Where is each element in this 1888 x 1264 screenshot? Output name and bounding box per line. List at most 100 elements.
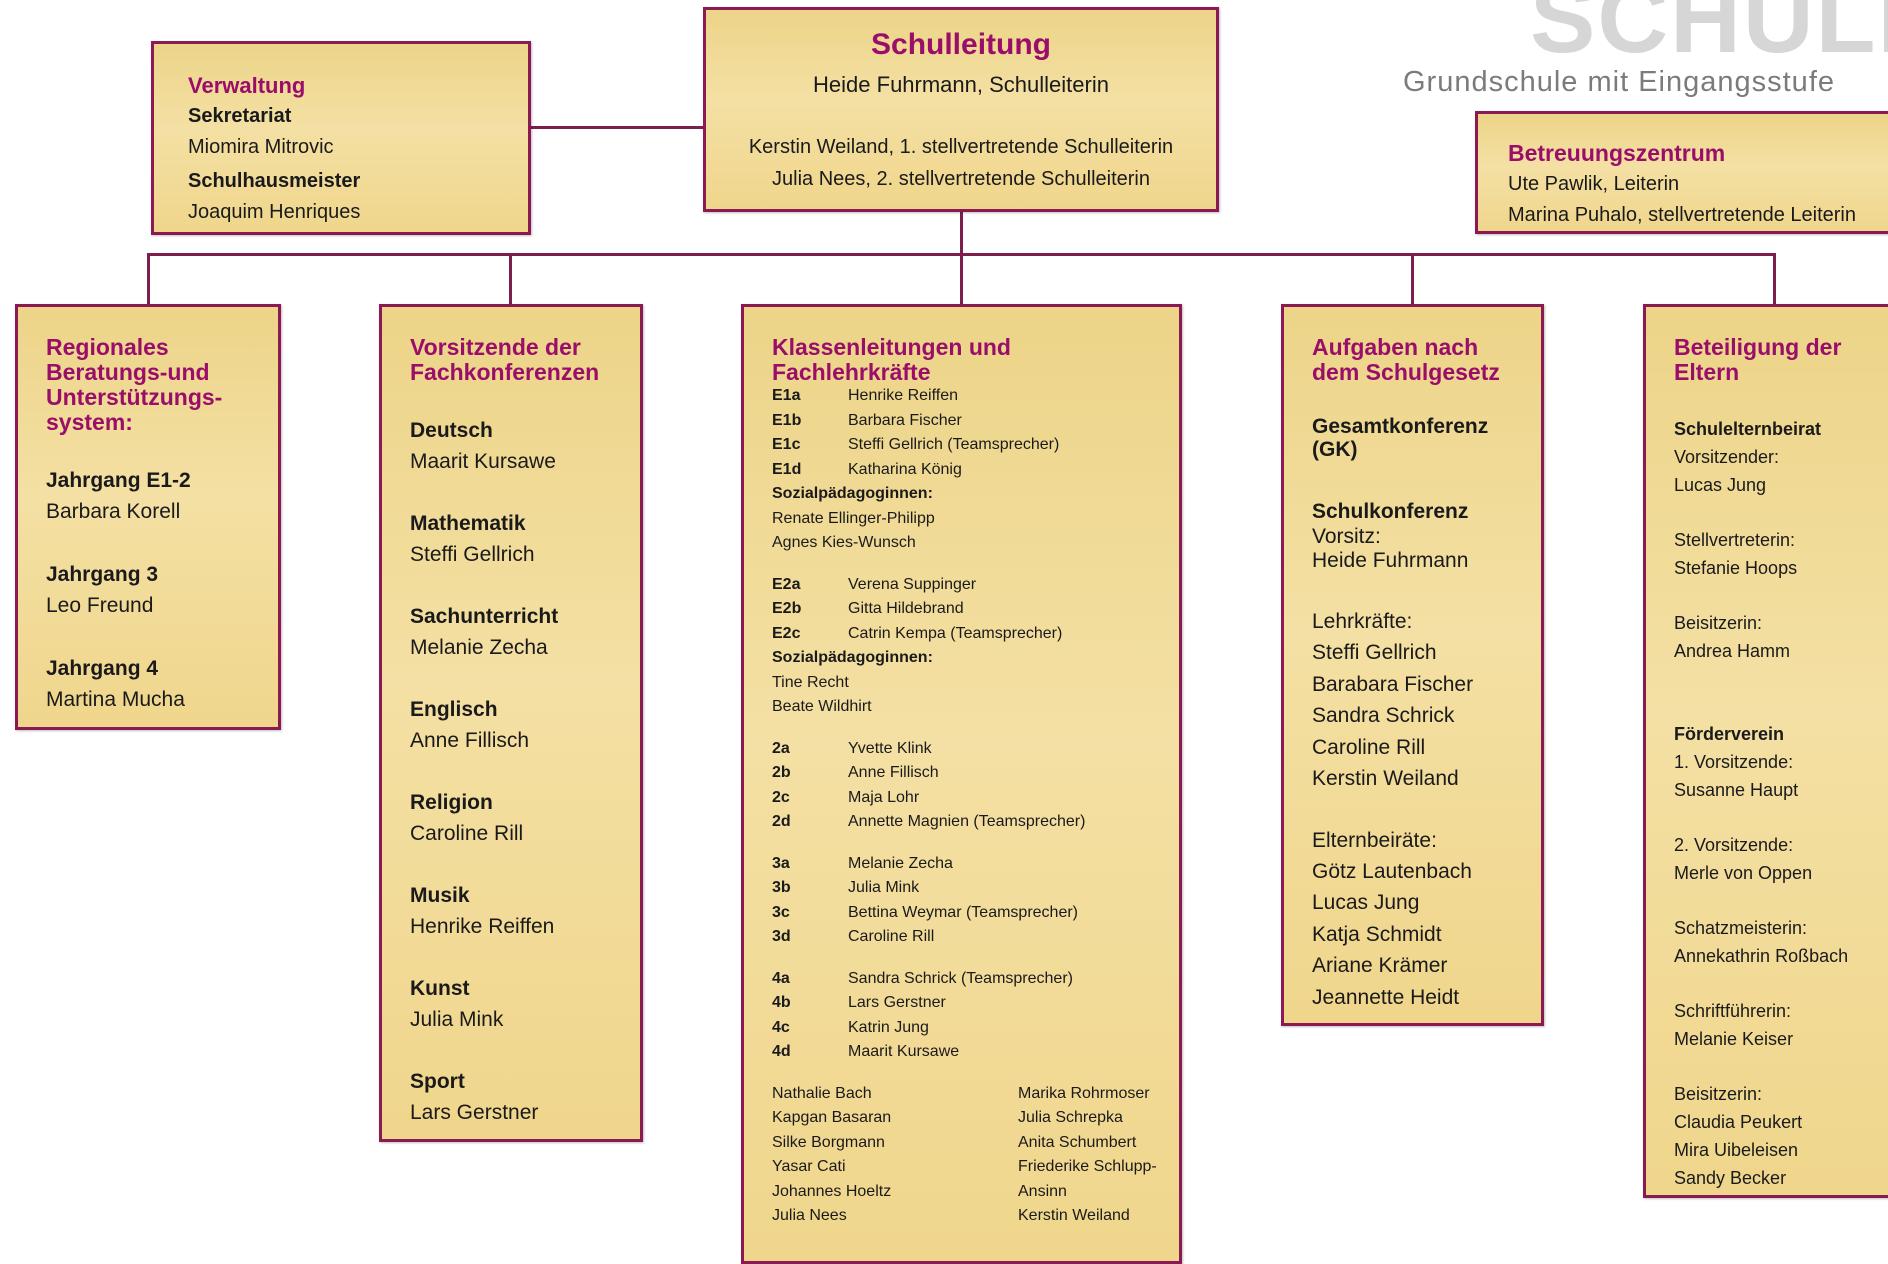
fv-beisitzerin-name: Sandy Becker: [1674, 1168, 1787, 1188]
eltern-title: Beteiligung der Eltern: [1674, 335, 1848, 385]
fachkonferenz-subject: Sachunterricht: [410, 605, 559, 628]
class-teacher: Yvette Klink: [848, 739, 932, 757]
connector-drop-eltern: [1773, 253, 1776, 305]
class-teacher: Steffi Gellrich (Teamsprecher): [848, 436, 1060, 453]
connector-drop-klassen: [960, 253, 963, 305]
regional-group-name: Martina Mucha: [46, 688, 185, 711]
schulgesetz-title: Aufgaben nach dem Schulgesetz: [1312, 335, 1500, 385]
sozial-name: Beate Wildhirt: [772, 698, 872, 715]
class-teacher: Gitta Hildebrand: [848, 600, 964, 617]
fachkonferenz-subject: Sport: [410, 1070, 465, 1093]
fachkonferenzen-title-line: Fachkonferenzen: [410, 359, 600, 385]
school-logo-subtitle: Grundschule mit Eingangsstufe: [1403, 66, 1835, 98]
class-teacher: Catrin Kempa (Teamsprecher): [848, 624, 1063, 642]
fachkonferenz-subject: Deutsch: [410, 419, 493, 442]
class-code: 3b: [772, 879, 791, 896]
elternbeirat-name: Lucas Jung: [1312, 891, 1420, 914]
regional-group-label: Jahrgang 3: [46, 563, 159, 586]
fachlehrkraft-name: Johannes Hoeltz: [772, 1182, 892, 1200]
fv-beisitzerin-label: Beisitzerin:: [1674, 1084, 1763, 1104]
gesamtkonferenz-label: Gesamtkonferenz (GK): [1312, 415, 1500, 461]
class-teacher: Verena Suppinger: [848, 575, 977, 593]
verwaltung-title: Verwaltung: [188, 73, 306, 98]
eltern-box: Beteiligung der Eltern Schulelternbeirat…: [1643, 304, 1888, 1198]
class-row: 2a Yvette Klink: [772, 740, 1011, 765]
fachkonferenz-chair: Henrike Reiffen: [410, 915, 555, 938]
class-teacher: Bettina Weymar (Teamsprecher): [848, 903, 1078, 921]
betreuungszentrum-leader: Ute Pawlik, Leiterin: [1508, 173, 1680, 195]
class-teacher: Lars Gerstner: [848, 994, 946, 1011]
sozial-label: Sozialpädagoginnen:: [772, 485, 933, 502]
klassen-title-line: Fachlehrkräfte: [772, 359, 931, 385]
fv-vorsitz1-name: Susanne Haupt: [1674, 780, 1799, 800]
regional-box: Regionales Beratungs-und Unterstützungs-…: [15, 304, 281, 730]
fv-vorsitz1-label: 1. Vorsitzende:: [1674, 752, 1794, 772]
class-code: 2a: [772, 739, 790, 757]
fv-beisitzerin-name: Claudia Peukert: [1674, 1112, 1803, 1132]
seb-beisitzerin-label: Beisitzerin:: [1674, 613, 1763, 633]
regional-title-line: Unterstützungs-: [46, 384, 223, 410]
fachkonferenz-chair: Melanie Zecha: [410, 636, 548, 659]
schulgesetz-box: Aufgaben nach dem Schulgesetz Gesamtkonf…: [1281, 304, 1544, 1026]
seb-vorsitz-name: Lucas Jung: [1674, 475, 1767, 495]
fachlehrkraft-name: Nathalie Bach: [772, 1084, 872, 1102]
fv-schatzmeisterin-name: Annekathrin Roßbach: [1674, 946, 1849, 966]
fachkonferenz-subject: Mathematik: [410, 512, 526, 535]
regional-group-name: Leo Freund: [46, 594, 154, 617]
schulelternbeirat-label: Schulelternbeirat: [1674, 419, 1822, 439]
fachlehrkraft-name: Julia Nees: [772, 1207, 847, 1224]
elternbeirat-name: Katja Schmidt: [1312, 922, 1442, 946]
klassen-title: Klassenleitungen und Fachlehrkräfte: [772, 335, 1011, 385]
class-teacher: Annette Magnien (Teamsprecher): [848, 813, 1086, 830]
fv-schriftfuehrerin-name: Melanie Keiser: [1674, 1029, 1794, 1049]
regional-group-label: Jahrgang E1-2: [46, 469, 191, 492]
fachkonferenz-subject: Kunst: [410, 977, 470, 1000]
fachlehrkraft-name: Silke Borgmann: [772, 1133, 885, 1151]
verwaltung-box: Verwaltung Sekretariat Miomira Mitrovic …: [151, 41, 531, 235]
fachkonferenz-chair: Lars Gerstner: [410, 1101, 539, 1124]
regional-title-line: Regionales: [46, 334, 169, 360]
class-teacher: Barbara Fischer: [848, 411, 962, 429]
class-code: 3c: [772, 903, 790, 921]
class-teacher: Katrin Jung: [848, 1018, 929, 1036]
class-teacher: Caroline Rill: [848, 928, 935, 945]
lehrkraft-name: Kerstin Weiland: [1312, 767, 1459, 790]
vorsitz-label: Vorsitz:: [1312, 525, 1381, 548]
lehrkraft-name: Steffi Gellrich: [1312, 641, 1437, 664]
class-teacher: Sandra Schrick (Teamsprecher): [848, 969, 1073, 987]
fachlehrkraft-row: Silke Borgmann Anita Schumbert: [772, 1133, 1136, 1159]
fachkonferenz-chair: Maarit Kursawe: [410, 450, 556, 473]
fachlehrkraft-name: Anita Schumbert: [1018, 1133, 1137, 1151]
class-teacher: Maarit Kursawe: [848, 1043, 960, 1060]
schulleitung-deputy-2: Julia Nees, 2. stellvertretende Schullei…: [772, 168, 1150, 190]
fachkonferenz-chair: Steffi Gellrich: [410, 543, 535, 566]
class-code: 4d: [772, 1043, 791, 1060]
schulleitung-box: Schulleitung Heide Fuhrmann, Schulleiter…: [703, 7, 1219, 212]
lehrkraft-name: Barabara Fischer: [1312, 672, 1474, 696]
sozial-name: Agnes Kies-Wunsch: [772, 534, 916, 551]
class-row: 4d Maarit Kursawe: [772, 1043, 1011, 1068]
seb-stellvertreterin-name: Stefanie Hoops: [1674, 558, 1798, 578]
fachlehrkraft-name: Ansinn: [1018, 1182, 1067, 1200]
fachkonferenzen-title-line: Vorsitzende der: [410, 334, 581, 360]
fachlehrkraft-name: Yasar Cati: [772, 1158, 846, 1175]
class-teacher: Katharina König: [848, 460, 962, 478]
fachlehrkraft-row: Johannes Hoeltz Ansinn: [772, 1182, 1067, 1208]
connector-drop-regional: [147, 253, 150, 305]
regional-title: Regionales Beratungs-und Unterstützungs-…: [46, 335, 222, 435]
class-code: 2c: [772, 788, 790, 806]
class-teacher: Melanie Zecha: [848, 854, 953, 872]
